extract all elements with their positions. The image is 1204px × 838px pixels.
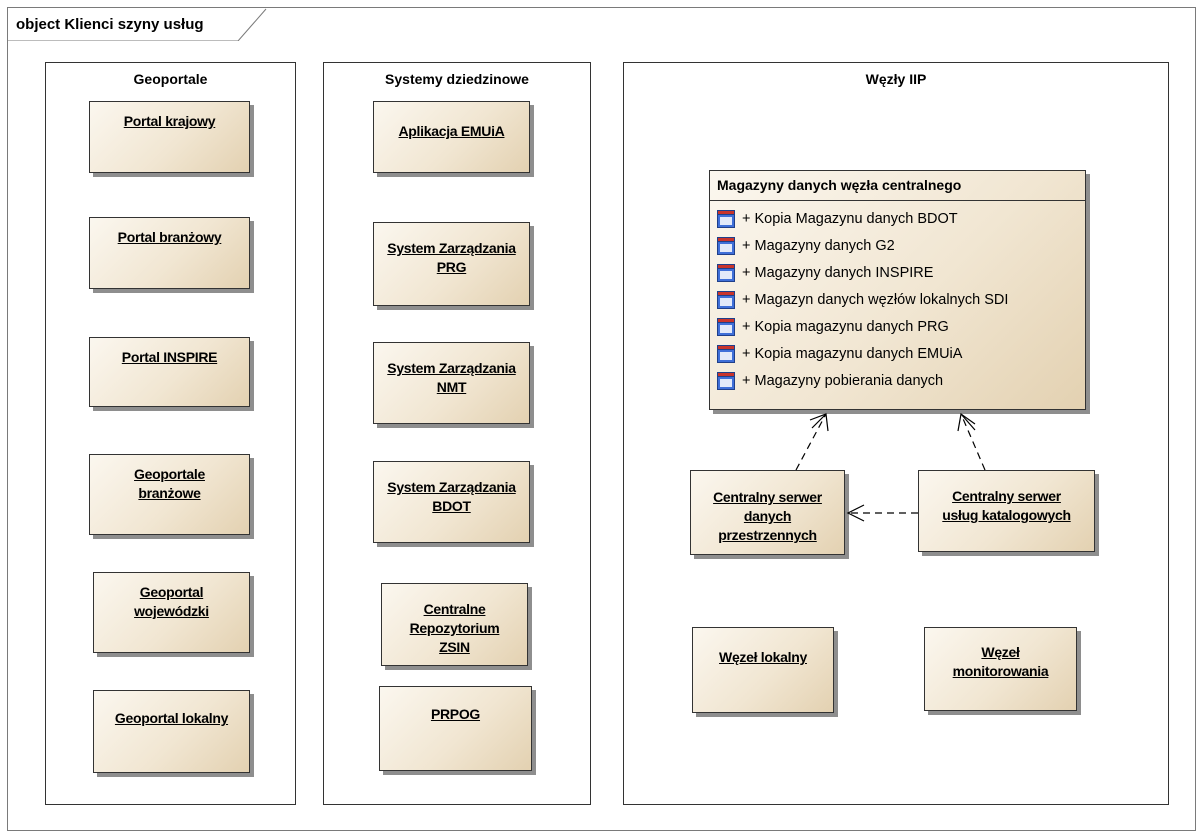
- object-aplikacja-emuia[interactable]: Aplikacja EMUiA: [373, 101, 530, 173]
- dependency-arrow-uslug-to-danych[interactable]: [846, 504, 918, 522]
- attribute-label: + Kopia magazynu danych EMUiA: [742, 345, 963, 362]
- object-portal-branzowy[interactable]: Portal branżowy: [89, 217, 250, 289]
- object-name-line: danych: [743, 508, 792, 524]
- package-title: Systemy dziedzinowe: [385, 71, 529, 87]
- object-centralny-serwer-uslug[interactable]: Centralny serwer usług katalogowych: [918, 470, 1095, 552]
- object-name-line: wojewódzki: [134, 603, 209, 619]
- object-name-line: Węzeł: [981, 644, 1020, 660]
- object-centralny-serwer-danych[interactable]: Centralny serwer danych przestrzennych: [690, 470, 845, 555]
- object-name: Portal krajowy: [123, 113, 216, 129]
- object-name-line: przestrzennych: [718, 527, 817, 543]
- object-name-line: Repozytorium: [409, 620, 500, 636]
- component-attribute[interactable]: + Magazyny danych G2: [717, 232, 1085, 259]
- object-name-line: Centralny serwer: [713, 489, 822, 505]
- attribute-icon: [717, 263, 735, 282]
- package-title: Geoportale: [133, 71, 208, 87]
- object-wezel-lokalny[interactable]: Węzeł lokalny: [692, 627, 834, 713]
- dependency-arrow-danych-to-magazyny[interactable]: [795, 413, 829, 471]
- object-geoportale-branzowe[interactable]: Geoportale branżowe: [89, 454, 250, 535]
- object-name-line: Geoportal: [139, 584, 204, 600]
- object-name: Portal branżowy: [117, 229, 222, 245]
- object-centralne-repozytorium-zsin[interactable]: Centralne Repozytorium ZSIN: [381, 583, 528, 666]
- component-attribute[interactable]: + Kopia Magazynu danych BDOT: [717, 205, 1085, 232]
- object-system-zarzadzania-nmt[interactable]: System Zarządzania NMT: [373, 342, 530, 424]
- attribute-icon: [717, 344, 735, 363]
- object-name-line: Centralny serwer: [952, 488, 1061, 504]
- object-name-line: NMT: [436, 379, 467, 395]
- object-name-line: PRG: [436, 259, 467, 275]
- component-attribute[interactable]: + Magazyn danych węzłów lokalnych SDI: [717, 286, 1085, 313]
- object-name: PRPOG: [430, 706, 481, 722]
- object-name-line: monitorowania: [952, 663, 1049, 679]
- object-prpog[interactable]: PRPOG: [379, 686, 532, 771]
- object-system-zarzadzania-bdot[interactable]: System Zarządzania BDOT: [373, 461, 530, 543]
- component-magazyny-danych[interactable]: Magazyny danych węzła centralnego + Kopi…: [709, 170, 1086, 410]
- object-name-line: Centralne: [423, 601, 486, 617]
- attribute-label: + Kopia magazynu danych PRG: [742, 318, 949, 335]
- object-name-line: Geoportale: [134, 466, 205, 482]
- object-name-line: System Zarządzania: [387, 240, 516, 256]
- object-system-zarzadzania-prg[interactable]: System Zarządzania PRG: [373, 222, 530, 306]
- attribute-label: + Magazyny pobierania danych: [742, 372, 944, 389]
- package-systemy-dziedzinowe[interactable]: Systemy dziedzinowe: [323, 62, 591, 805]
- component-attribute[interactable]: + Kopia magazynu danych PRG: [717, 313, 1085, 340]
- object-name: Geoportal lokalny: [114, 710, 229, 726]
- object-name: Portal INSPIRE: [121, 349, 218, 365]
- object-name: Węzeł lokalny: [719, 649, 807, 665]
- object-geoportal-lokalny[interactable]: Geoportal lokalny: [93, 690, 250, 773]
- attribute-icon: [717, 371, 735, 390]
- attribute-icon: [717, 209, 735, 228]
- component-title: Magazyny danych węzła centralnego: [710, 171, 1085, 201]
- object-name-line: BDOT: [432, 498, 471, 514]
- frame-title-tab: [8, 8, 267, 41]
- component-attribute-list: + Kopia Magazynu danych BDOT + Magazyny d…: [710, 201, 1085, 394]
- object-name: Aplikacja EMUiA: [398, 123, 505, 139]
- attribute-label: + Kopia Magazynu danych BDOT: [742, 210, 958, 227]
- object-wezel-monitorowania[interactable]: Węzeł monitorowania: [924, 627, 1077, 711]
- package-title: Węzły IIP: [865, 71, 927, 87]
- object-name-line: usług katalogowych: [942, 507, 1071, 523]
- component-attribute[interactable]: + Kopia magazynu danych EMUiA: [717, 340, 1085, 367]
- diagram-title: object Klienci szyny usług: [16, 16, 204, 33]
- attribute-label: + Magazyny danych INSPIRE: [742, 264, 934, 281]
- object-name-line: System Zarządzania: [387, 479, 516, 495]
- object-portal-krajowy[interactable]: Portal krajowy: [89, 101, 250, 173]
- diagram-frame: object Klienci szyny usług: [7, 7, 1196, 831]
- attribute-label: + Magazyny danych G2: [742, 237, 895, 254]
- attribute-label: + Magazyn danych węzłów lokalnych SDI: [742, 291, 1009, 308]
- package-geoportale[interactable]: Geoportale: [45, 62, 296, 805]
- object-name-line: System Zarządzania: [387, 360, 516, 376]
- object-name-line: ZSIN: [439, 639, 470, 655]
- attribute-icon: [717, 317, 735, 336]
- attribute-icon: [717, 290, 735, 309]
- attribute-icon: [717, 236, 735, 255]
- component-attribute[interactable]: + Magazyny pobierania danych: [717, 367, 1085, 394]
- dependency-arrow-uslug-to-magazyny[interactable]: [957, 412, 986, 471]
- object-geoportal-wojewodzki[interactable]: Geoportal wojewódzki: [93, 572, 250, 653]
- component-attribute[interactable]: + Magazyny danych INSPIRE: [717, 259, 1085, 286]
- object-portal-inspire[interactable]: Portal INSPIRE: [89, 337, 250, 407]
- object-name-line: branżowe: [138, 485, 201, 501]
